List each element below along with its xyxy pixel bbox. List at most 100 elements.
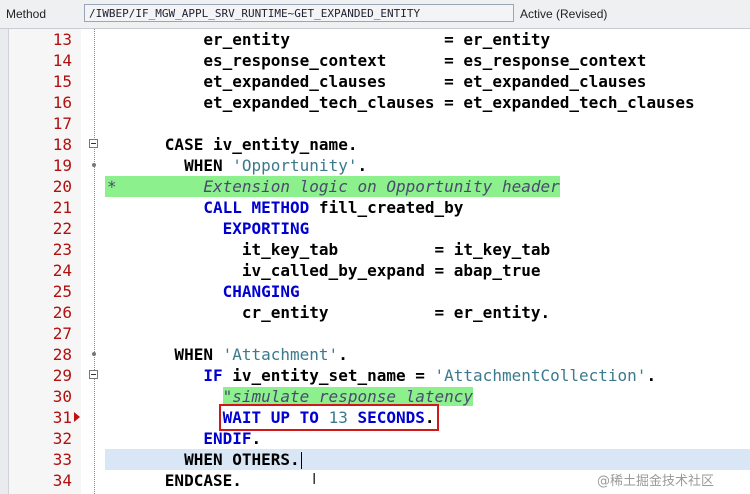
code-token: CHANGING bbox=[222, 282, 300, 301]
highlight-box: WAIT UP TO 13 SECONDS. bbox=[218, 404, 439, 431]
code-text: CHANGING bbox=[107, 281, 300, 302]
code-line[interactable]: 28 WHEN 'Attachment'. bbox=[0, 344, 750, 365]
code-token: ENDCASE. bbox=[107, 471, 242, 490]
code-text: ENDCASE. bbox=[107, 470, 242, 491]
fold-marker-icon bbox=[92, 163, 96, 167]
line-number: 25 bbox=[52, 282, 72, 301]
method-header-bar: Method /IWBEP/IF_MGW_APPL_SRV_RUNTIME~GE… bbox=[0, 0, 750, 29]
line-number: 20 bbox=[52, 177, 72, 196]
code-text: IF iv_entity_set_name = 'AttachmentColle… bbox=[107, 365, 656, 386]
code-token: iv_called_by_expand = abap_true bbox=[107, 261, 541, 280]
code-token: IF bbox=[203, 366, 223, 385]
code-text: CALL METHOD fill_created_by bbox=[107, 197, 463, 218]
status-text: Active (Revised) bbox=[520, 7, 608, 21]
line-number: 27 bbox=[52, 324, 72, 343]
code-token bbox=[107, 366, 203, 385]
code-text: WAIT UP TO 13 SECONDS. bbox=[107, 404, 439, 431]
code-line[interactable]: 14 es_response_context = es_response_con… bbox=[0, 50, 750, 71]
code-token: iv_entity_set_name = bbox=[222, 366, 435, 385]
code-text: it_key_tab = it_key_tab bbox=[107, 239, 550, 260]
code-line[interactable]: 25 CHANGING bbox=[0, 281, 750, 302]
code-token: WHEN bbox=[107, 156, 233, 175]
code-line[interactable]: 30 "simulate response latency bbox=[0, 386, 750, 407]
code-token: 'Opportunity' bbox=[232, 156, 358, 175]
method-name-field[interactable]: /IWBEP/IF_MGW_APPL_SRV_RUNTIME~GET_EXPAN… bbox=[84, 4, 514, 22]
code-text: WHEN 'Opportunity'. bbox=[107, 155, 367, 176]
code-line[interactable]: 21 CALL METHOD fill_created_by bbox=[0, 197, 750, 218]
code-token: WHEN OTHERS. bbox=[107, 450, 300, 469]
code-token bbox=[107, 282, 223, 301]
code-token: cr_entity = er_entity. bbox=[107, 303, 551, 322]
line-number: 15 bbox=[52, 72, 72, 91]
code-token: "simulate response latency bbox=[222, 387, 474, 406]
fold-toggle-icon[interactable] bbox=[89, 370, 98, 379]
line-number: 26 bbox=[52, 303, 72, 322]
fold-toggle-icon[interactable] bbox=[89, 139, 98, 148]
code-text: es_response_context = es_response_contex… bbox=[107, 50, 646, 71]
code-token: CASE iv_entity_name. bbox=[107, 135, 358, 154]
code-text: iv_called_by_expand = abap_true bbox=[107, 260, 541, 281]
line-number: 28 bbox=[52, 345, 72, 364]
code-text: ENDIF. bbox=[107, 428, 261, 449]
code-token: fill_created_by bbox=[309, 198, 464, 217]
code-line[interactable]: 19 WHEN 'Opportunity'. bbox=[0, 155, 750, 176]
code-text: EXPORTING bbox=[107, 218, 310, 239]
code-line[interactable]: 26 cr_entity = er_entity. bbox=[0, 302, 750, 323]
code-line[interactable]: 27 bbox=[0, 323, 750, 344]
code-line[interactable]: 20 * Extension logic on Opportunity heade… bbox=[0, 176, 750, 197]
line-number: 31 bbox=[52, 408, 72, 427]
line-number: 21 bbox=[52, 198, 72, 217]
line-number-gutter bbox=[9, 29, 81, 494]
code-line[interactable]: 22 EXPORTING bbox=[0, 218, 750, 239]
code-text: et_expanded_tech_clauses = et_expanded_t… bbox=[107, 92, 695, 113]
line-number: 18 bbox=[52, 135, 72, 154]
code-line[interactable]: 13 er_entity = er_entity bbox=[0, 29, 750, 50]
code-line[interactable]: 17 bbox=[0, 113, 750, 134]
method-label: Method bbox=[6, 7, 47, 21]
code-text: er_entity = er_entity bbox=[107, 29, 550, 50]
code-text: CASE iv_entity_name. bbox=[107, 134, 358, 155]
line-number: 24 bbox=[52, 261, 72, 280]
code-text: "simulate response latency bbox=[107, 386, 474, 407]
code-token: SECONDS bbox=[347, 408, 425, 427]
code-line[interactable]: 31 WAIT UP TO 13 SECONDS. bbox=[0, 404, 750, 431]
line-number: 22 bbox=[52, 219, 72, 238]
breakpoint-arrow-icon[interactable] bbox=[74, 412, 80, 422]
code-text: cr_entity = er_entity. bbox=[107, 302, 550, 323]
code-token: 13 bbox=[328, 408, 348, 427]
code-line[interactable]: 32 ENDIF. bbox=[0, 428, 750, 449]
code-line[interactable]: 24 iv_called_by_expand = abap_true bbox=[0, 260, 750, 281]
code-text: WHEN 'Attachment'. bbox=[107, 344, 348, 365]
code-token: . bbox=[338, 345, 348, 364]
code-token: * Extension logic on Opportunity header bbox=[107, 177, 560, 196]
code-line[interactable]: 16 et_expanded_tech_clauses = et_expande… bbox=[0, 92, 750, 113]
code-line[interactable]: 33 WHEN OTHERS. bbox=[53, 449, 750, 470]
code-token: . bbox=[251, 429, 262, 448]
line-number: 34 bbox=[52, 471, 72, 490]
line-number: 30 bbox=[52, 387, 72, 406]
code-token: er_entity = er_entity bbox=[107, 30, 551, 49]
code-token bbox=[107, 219, 223, 238]
code-line[interactable]: 34 ENDCASE. bbox=[0, 470, 750, 491]
code-line[interactable]: 29 IF iv_entity_set_name = 'AttachmentCo… bbox=[0, 365, 750, 386]
code-token: CALL METHOD bbox=[203, 198, 310, 217]
code-token: ENDIF bbox=[203, 429, 252, 448]
watermark: @稀土掘金技术社区 bbox=[597, 474, 715, 489]
code-token bbox=[107, 408, 223, 427]
line-number: 29 bbox=[52, 366, 72, 385]
code-line[interactable]: 23 it_key_tab = it_key_tab bbox=[0, 239, 750, 260]
line-number: 33 bbox=[52, 450, 72, 469]
code-token: . bbox=[646, 366, 657, 385]
code-token: EXPORTING bbox=[222, 219, 310, 238]
text-caret bbox=[300, 452, 302, 469]
code-token: et_expanded_tech_clauses = et_expanded_t… bbox=[107, 93, 695, 112]
line-number: 14 bbox=[52, 51, 72, 70]
code-text: * Extension logic on Opportunity header bbox=[105, 176, 560, 197]
code-token: et_expanded_clauses = et_expanded_clause… bbox=[107, 72, 647, 91]
code-token: es_response_context = es_response_contex… bbox=[107, 51, 647, 70]
code-text: WHEN OTHERS. bbox=[107, 449, 302, 470]
code-token: . bbox=[424, 408, 435, 427]
code-line[interactable]: 18 CASE iv_entity_name. bbox=[0, 134, 750, 155]
code-line[interactable]: 15 et_expanded_clauses = et_expanded_cla… bbox=[0, 71, 750, 92]
